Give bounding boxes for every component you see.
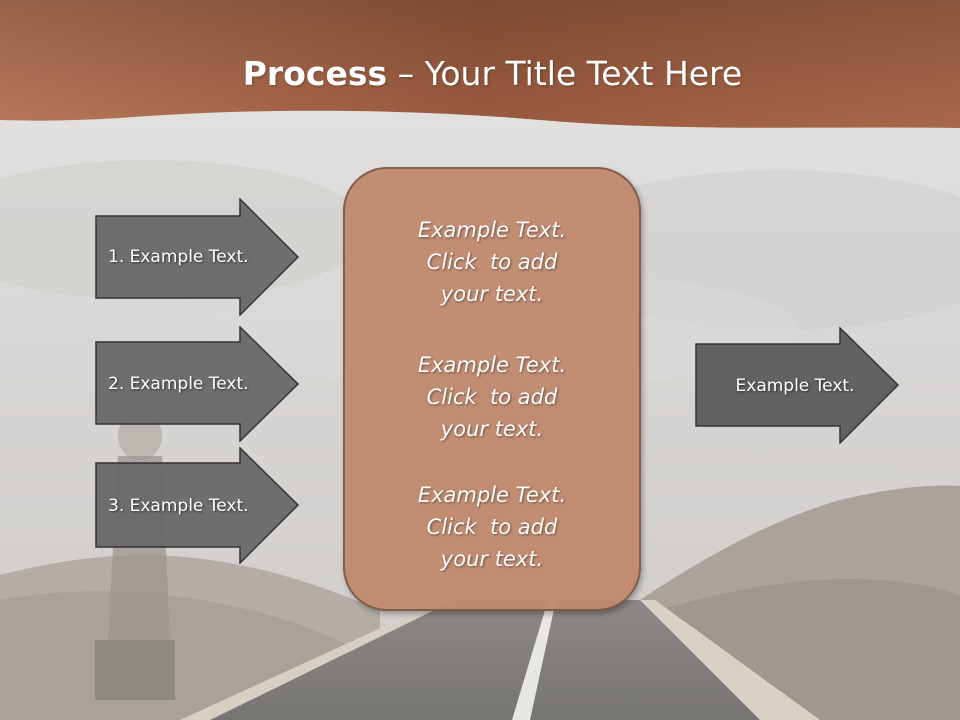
- text-block-2[interactable]: Example Text. Click to add your text.: [345, 349, 639, 445]
- center-text-box[interactable]: Example Text. Click to add your text. Ex…: [343, 167, 641, 611]
- title-rest: – Your Title Text Here: [387, 54, 743, 93]
- step-arrow-3[interactable]: 3. Example Text.: [95, 447, 301, 564]
- step-arrow-1[interactable]: 1. Example Text.: [95, 198, 301, 316]
- arrow-shape: [95, 326, 300, 442]
- text-line: Click to add: [426, 250, 558, 274]
- arrow-shape: [95, 198, 300, 316]
- title-bold: Process: [242, 54, 388, 93]
- step-label: 2. Example Text.: [108, 374, 249, 394]
- text-line: Example Text.: [417, 483, 567, 507]
- step-label: 1. Example Text.: [108, 247, 249, 267]
- text-block-3[interactable]: Example Text. Click to add your text.: [345, 479, 639, 575]
- step-label: 3. Example Text.: [108, 495, 249, 516]
- arrow-shape: [95, 447, 300, 564]
- text-line: your text.: [440, 547, 544, 571]
- text-line: Example Text.: [417, 218, 567, 242]
- text-line: Click to add: [426, 385, 558, 409]
- text-block-1[interactable]: Example Text. Click to add your text.: [345, 214, 639, 310]
- output-label: Example Text.: [735, 375, 855, 396]
- text-line: Example Text.: [417, 353, 567, 377]
- text-line: Click to add: [426, 515, 558, 539]
- output-arrow[interactable]: Example Text.: [695, 327, 901, 444]
- arrow-shape: [695, 327, 900, 444]
- text-line: your text.: [440, 282, 544, 306]
- text-line: your text.: [440, 417, 544, 441]
- slide-title: Process – Your Title Text Here: [0, 52, 960, 96]
- step-arrow-2[interactable]: 2. Example Text.: [95, 326, 301, 442]
